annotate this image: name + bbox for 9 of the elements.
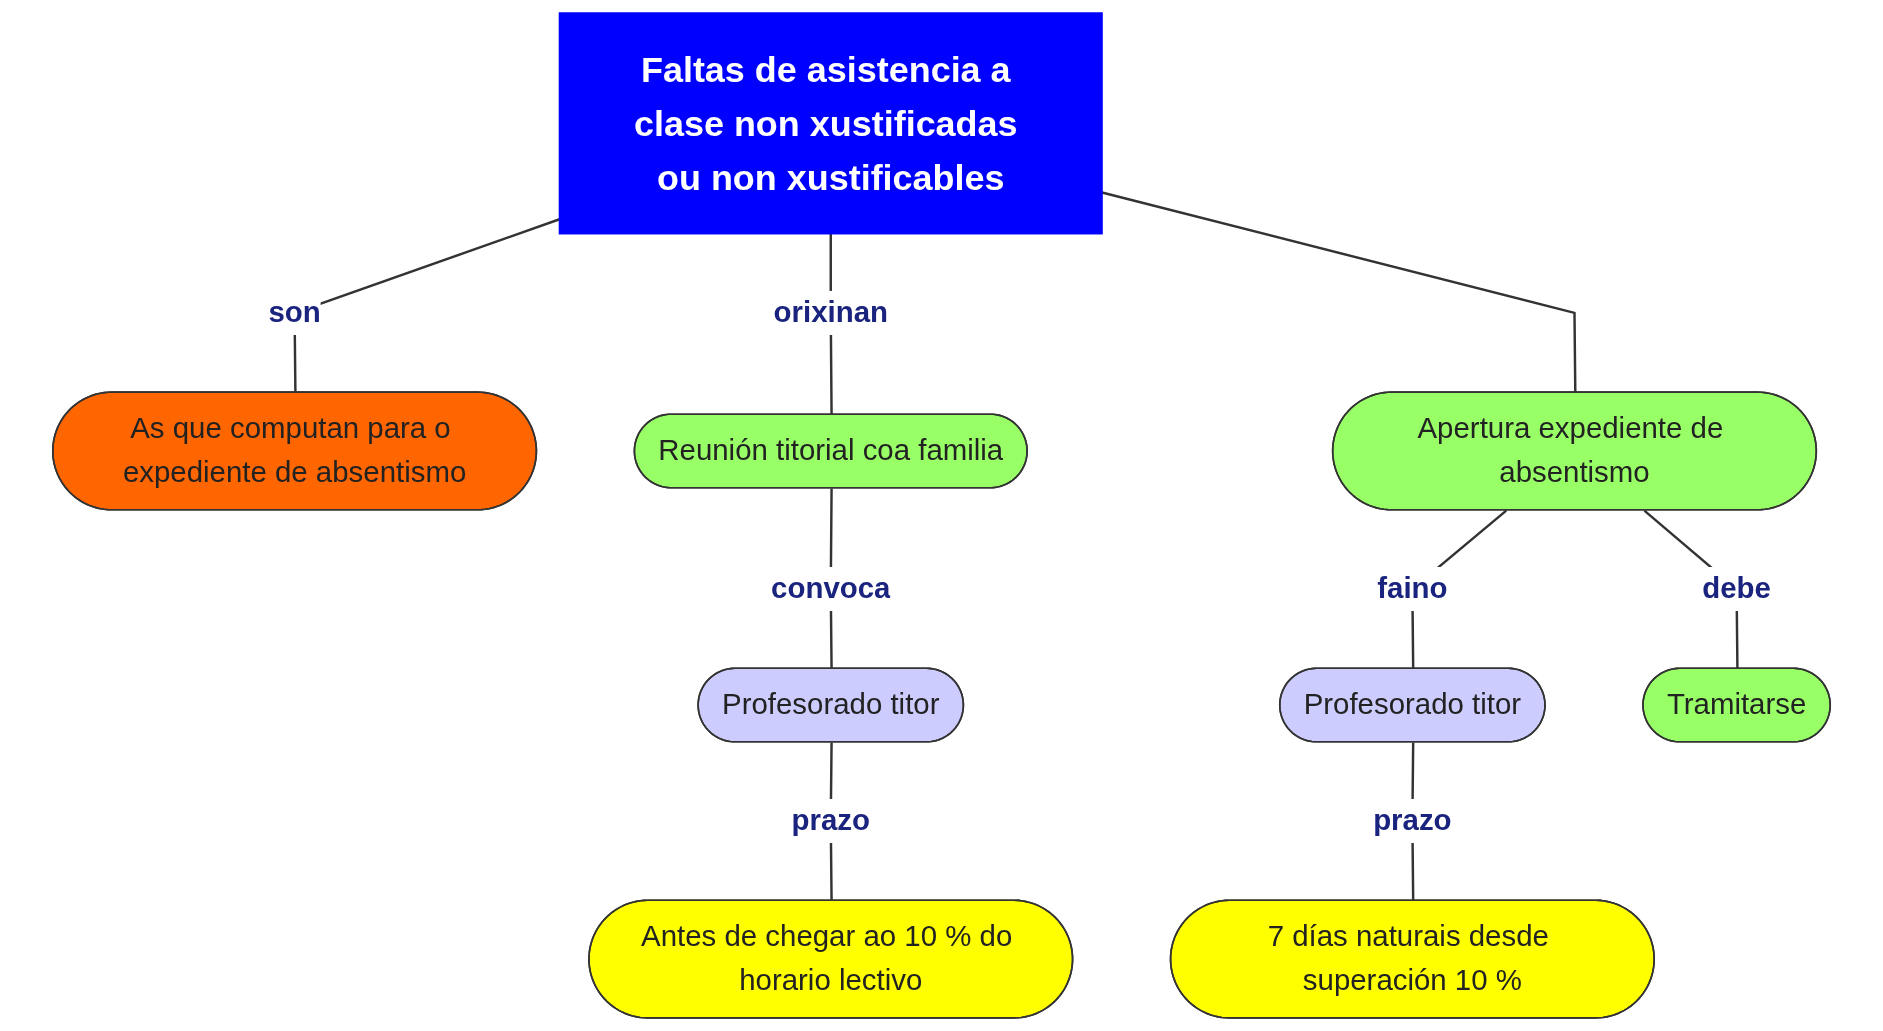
edge-label: son bbox=[268, 295, 321, 329]
edge-label: faino bbox=[1377, 571, 1448, 605]
edge-label: convoca bbox=[771, 571, 891, 605]
edge-label: prazo bbox=[1373, 803, 1452, 837]
node-box: Faltas de asistencia a clase non xustificadas ou non xustificables bbox=[558, 12, 1103, 235]
edge-label: orixinan bbox=[773, 295, 888, 329]
connector bbox=[1101, 191, 1577, 393]
edge-label: debe bbox=[1702, 571, 1771, 605]
edge-label: prazo bbox=[791, 803, 870, 837]
